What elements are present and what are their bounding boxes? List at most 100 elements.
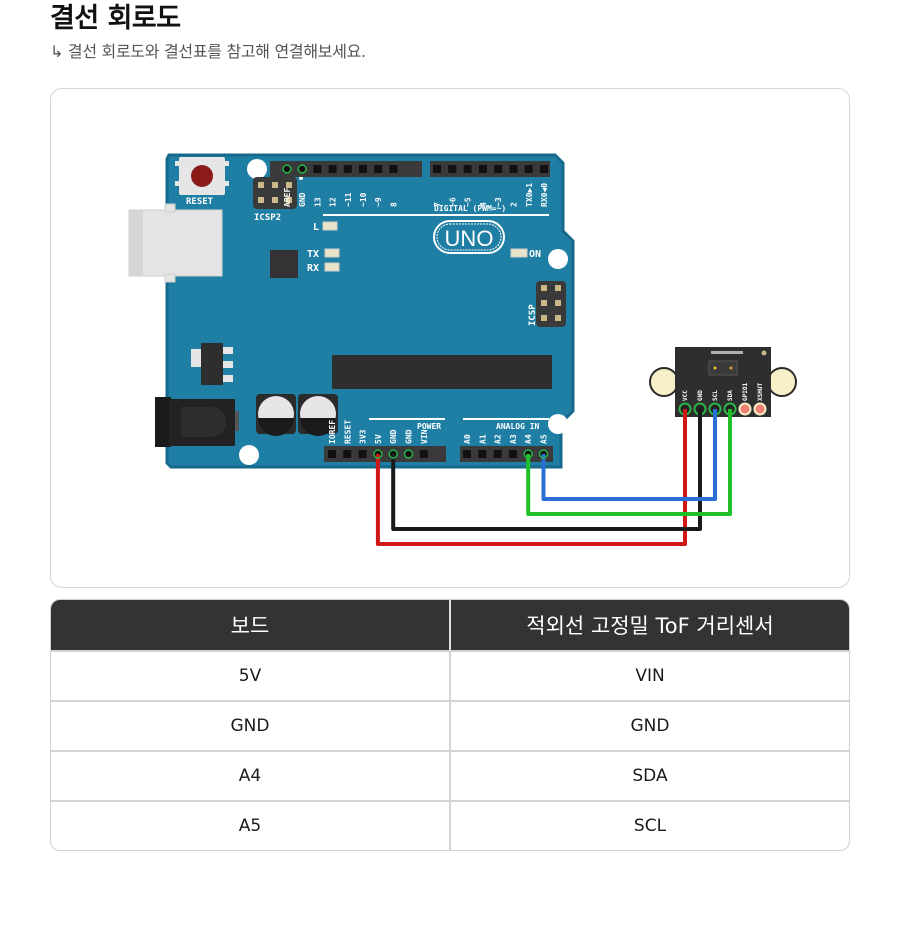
pin-label: 12 [329, 197, 338, 207]
board-pin-cell: GND [230, 716, 270, 736]
board-pin-cell: 5V [238, 666, 262, 686]
pin-label: VIN [420, 429, 429, 444]
pin-label: GND [298, 192, 307, 207]
dc-jack [155, 397, 239, 447]
header-pin [359, 165, 367, 173]
wires [373, 409, 732, 546]
wire-endpoint [538, 449, 549, 459]
reset-button [175, 157, 229, 195]
led-l-label: L [313, 222, 319, 233]
return-arrow-icon: ↳ [50, 42, 64, 61]
pin-label: ~11 [344, 192, 353, 207]
table-header-row: 보드 적외선 고정밀 ToF 거리센서 [51, 600, 849, 650]
led-rx-label: RX [307, 263, 319, 274]
capacitor [298, 394, 338, 436]
mounting-hole [548, 414, 568, 434]
header-pin [463, 165, 472, 173]
power-header [324, 446, 446, 462]
uno-logo: UNO [433, 220, 505, 254]
table-row: A5 SCL [51, 800, 849, 850]
pin-highlight [297, 164, 307, 174]
mcu-chip [332, 355, 552, 389]
sensor-pin-label: SDA [727, 390, 734, 401]
pin-label: 3V3 [359, 429, 368, 444]
sensor-pin-label: XSHUT [757, 383, 764, 401]
sensor-pin-cell: VIN [449, 652, 849, 700]
sensor-chip-label [711, 351, 743, 354]
header-pin [343, 450, 352, 458]
wire-5v-vcc [375, 409, 687, 546]
mounting-hole [239, 445, 259, 465]
voltage-regulator [191, 343, 233, 385]
pin-label: 8 [389, 202, 398, 207]
wire-a5-scl [541, 409, 717, 501]
led-on-label: ON [529, 249, 541, 260]
sensor-pin-cell: SCL [449, 802, 849, 850]
header-pin [328, 165, 337, 173]
header-pin [313, 165, 322, 173]
sensor-pin-label: SCL [712, 390, 719, 401]
power-label: POWER [417, 422, 441, 431]
header-pin [389, 165, 398, 173]
pin-highlight [282, 164, 292, 174]
pin-label: 4 [479, 202, 488, 207]
usb-chip [270, 250, 298, 278]
mounting-hole [548, 249, 568, 269]
led-on [510, 248, 528, 258]
board-pin-cell: A5 [238, 816, 262, 836]
icsp-label: ICSP [528, 304, 538, 326]
pin-label: RESET [343, 420, 352, 444]
digital-label: DIGITAL (PWM=~) [434, 204, 506, 213]
pin-label: A2 [494, 434, 503, 444]
header-pin [478, 165, 487, 173]
header-pin [494, 165, 503, 173]
header-pin [509, 165, 518, 173]
wire-endpoint [523, 449, 533, 459]
header-pin [508, 450, 517, 458]
sensor-pin-label: GPIO1 [742, 383, 749, 401]
pin-label: AREF [283, 188, 292, 207]
mounting-hole [247, 159, 267, 179]
header-pin [493, 450, 502, 458]
sensor-pin-cell: GND [449, 702, 849, 750]
digital-header-right [430, 161, 550, 177]
wire-gnd-gnd [391, 409, 702, 531]
pin-label: RX0◀0 [540, 183, 549, 207]
usb-connector [128, 203, 223, 283]
header-pin [433, 165, 441, 173]
pin-label: 7 [433, 202, 442, 207]
header-pin [328, 450, 336, 458]
header-pin [374, 165, 383, 173]
icsp2-header [253, 176, 303, 209]
wire-endpoint [373, 449, 383, 459]
header-pin [463, 450, 471, 458]
pin-label: A5 [540, 434, 549, 444]
analog-label: ANALOG IN [496, 422, 540, 431]
pin-label: 5V [374, 434, 383, 444]
pin-label: TX0▶1 [525, 183, 534, 207]
pin-label: ~5 [464, 197, 473, 207]
pin-label: GND [405, 429, 414, 444]
tof-sensor-module [649, 347, 797, 417]
pin-label: ~9 [374, 197, 383, 207]
pin-label: 13 [313, 197, 322, 207]
sensor-pin-cell: SDA [449, 752, 849, 800]
wire-endpoint [388, 449, 398, 459]
pin-label: GND [389, 429, 398, 444]
wiring-table: 보드 적외선 고정밀 ToF 거리센서 5V VIN GND GND A4 SD… [50, 599, 850, 851]
pin-label: ~10 [359, 192, 368, 207]
pin-label: 2 [510, 202, 519, 207]
board-name: UNO [445, 226, 494, 251]
icsp-header [536, 281, 566, 327]
wire-a4-sda [526, 409, 732, 516]
led-tx [324, 248, 340, 258]
table-row: 5V VIN [51, 650, 849, 700]
header-pin [478, 450, 487, 458]
header-pin [524, 165, 533, 173]
icsp2-label: ICSP2 [254, 213, 281, 223]
pin-label: ~3 [494, 197, 503, 207]
header-pin [358, 450, 367, 458]
column-header-board: 보드 [230, 614, 270, 638]
board-pin-cell: A4 [238, 766, 262, 786]
